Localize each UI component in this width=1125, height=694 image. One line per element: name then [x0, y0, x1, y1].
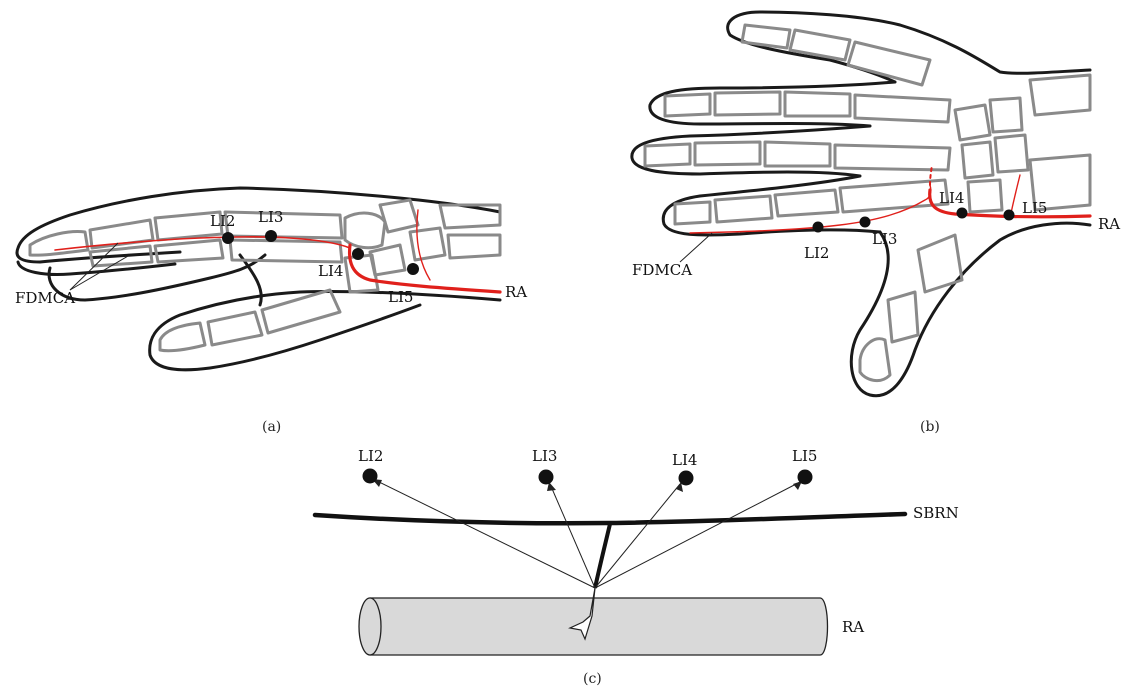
panel-b-label-li4: LI4: [939, 189, 964, 207]
panel-b-point-li4: [957, 208, 968, 219]
panel-a-label-li2: LI2: [210, 212, 235, 230]
panel-c-point-li4: [679, 471, 694, 486]
panel-a-point-li3: [265, 230, 277, 242]
panel-a-label-fdmca: FDMCA: [15, 289, 75, 307]
panel-b-label-li2: LI2: [804, 244, 829, 262]
panel-b-point-li2: [813, 222, 824, 233]
panel-b-point-li5: [1004, 210, 1015, 221]
panel-b-label-li5: LI5: [1022, 199, 1047, 217]
panel-c: LI2 LI3 LI4 LI5 SBRN RA (c): [315, 447, 959, 687]
panel-c-label-sbrn: SBRN: [913, 504, 959, 522]
panel-c-label-li2: LI2: [358, 447, 383, 465]
panel-c-label-ra: RA: [842, 618, 864, 636]
panel-b-label-ra: RA: [1098, 215, 1120, 233]
panel-a-point-li5: [407, 263, 419, 275]
panel-a-point-li4: [352, 248, 364, 260]
panel-b-point-li3: [860, 217, 871, 228]
panel-b-label-li3: LI3: [872, 230, 897, 248]
panel-c-label-li4: LI4: [672, 451, 697, 469]
panel-a-label-li5: LI5: [388, 288, 413, 306]
panel-a-point-li2: [222, 232, 234, 244]
panel-c-point-li3: [539, 470, 554, 485]
panel-c-point-li5: [798, 470, 813, 485]
panel-c-label-li3: LI3: [532, 447, 557, 465]
panel-a-label-li3: LI3: [258, 208, 283, 226]
panel-c-caption: (c): [583, 671, 602, 687]
panel-c-point-li2: [363, 469, 378, 484]
panel-a-caption: (a): [262, 419, 281, 435]
panel-c-sbrn-nerve: [315, 514, 905, 523]
panel-a-label-li4: LI4: [318, 262, 343, 280]
panel-c-arrows: [372, 479, 802, 588]
panel-b-fdmca-leader: [680, 233, 712, 262]
panel-b-label-fdmca: FDMCA: [632, 261, 692, 279]
panel-b-caption: (b): [920, 419, 940, 435]
panel-a: LI2 LI3 LI4 LI5 RA FDMCA (a): [15, 188, 527, 435]
panel-a-label-ra: RA: [505, 283, 527, 301]
panel-b: LI2 LI3 LI4 LI5 RA FDMCA (b): [632, 12, 1120, 435]
panel-c-label-li5: LI5: [792, 447, 817, 465]
